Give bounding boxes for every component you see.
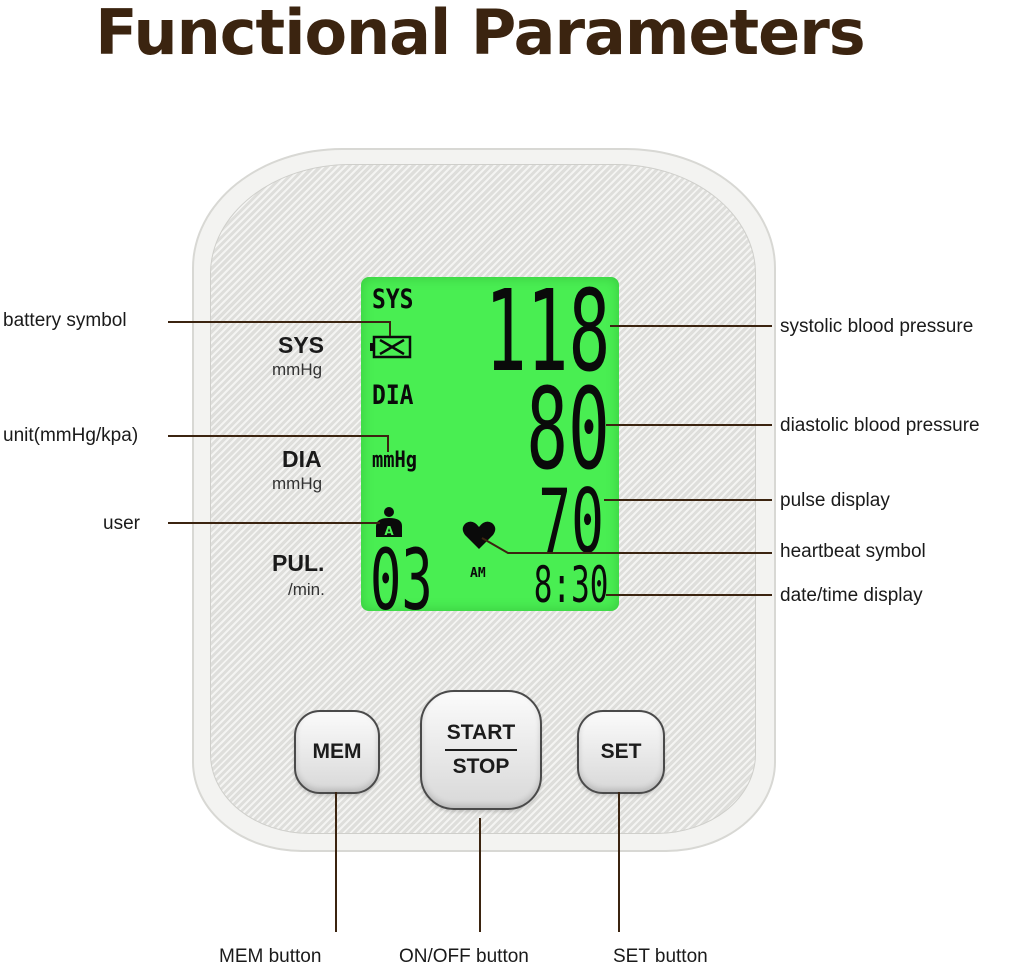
start-stop-button[interactable]: START STOP [420, 690, 542, 810]
face-dia-label: DIA [282, 446, 322, 472]
callout-mem-button: MEM button [219, 946, 322, 967]
face-sys-label: SYS [278, 332, 325, 358]
lcd-time: 8:30 [533, 556, 608, 614]
user-letter: A [384, 524, 394, 538]
set-button[interactable]: SET [577, 710, 665, 794]
lcd-systolic-value: 118 [484, 267, 610, 397]
callout-diastolic: diastolic blood pressure [780, 415, 980, 436]
lcd-ampm: AM [470, 566, 486, 581]
user-icon: A [376, 507, 402, 538]
face-pul-unit: /min. [288, 580, 325, 599]
callout-user: user [103, 513, 140, 534]
lcd-screen [361, 277, 619, 611]
heart-icon [462, 521, 496, 549]
leader-heartbeat [481, 537, 772, 554]
callout-battery: battery symbol [3, 310, 127, 331]
face-dia-unit: mmHg [272, 474, 323, 493]
start-stop-divider [445, 749, 517, 751]
leader-battery [168, 321, 391, 336]
face-pul-label: PUL. [272, 550, 325, 576]
face-sys-unit: mmHg [272, 360, 323, 379]
mem-button[interactable]: MEM [294, 710, 380, 794]
set-button-label: SET [600, 740, 642, 763]
callout-pulse: pulse display [780, 490, 890, 511]
lcd-user-number: 03 [370, 531, 433, 629]
callout-datetime: date/time display [780, 585, 923, 606]
mem-button-label: MEM [312, 740, 362, 763]
callout-heartbeat: heartbeat symbol [780, 541, 926, 562]
lcd-unit: mmHg [372, 448, 418, 473]
leader-unit [168, 435, 389, 452]
stop-label: STOP [452, 755, 510, 778]
callout-systolic: systolic blood pressure [780, 316, 974, 337]
page-title: Functional Parameters [95, 0, 865, 69]
callout-unit: unit(mmHg/kpa) [3, 425, 139, 446]
callout-set-button: SET button [613, 946, 708, 967]
lcd-pulse-value: 70 [538, 470, 604, 573]
callout-onoff-button: ON/OFF button [399, 946, 529, 967]
lcd-diastolic-value: 80 [526, 365, 610, 495]
lcd-sys-label: SYS [372, 284, 414, 315]
lcd-dia-label: DIA [372, 380, 414, 411]
start-label: START [446, 721, 516, 744]
battery-icon [370, 335, 412, 359]
